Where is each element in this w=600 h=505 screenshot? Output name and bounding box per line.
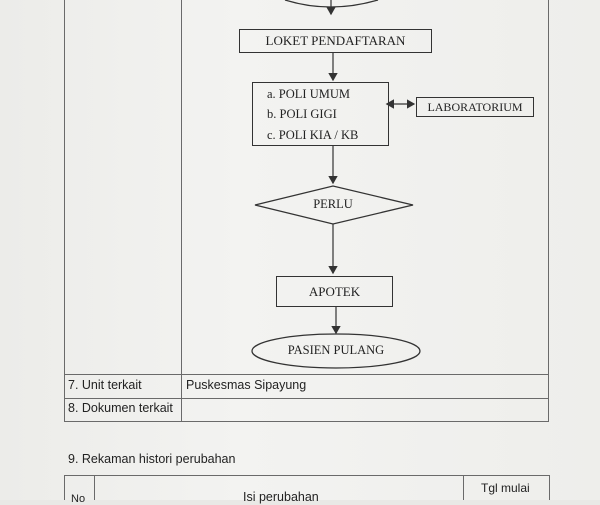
loket-pendaftaran-label: LOKET PENDAFTARAN xyxy=(265,33,406,48)
history-col-right xyxy=(549,475,550,500)
history-col-tgl: Tgl mulai xyxy=(481,481,530,495)
unit-terkait-label: 7. Unit terkait xyxy=(68,378,142,392)
laboratorium-label: LABORATORIUM xyxy=(427,99,523,114)
history-col-divider-1 xyxy=(94,475,95,500)
loket-pendaftaran-box: LOKET PENDAFTARAN xyxy=(239,29,432,53)
poli-umum-label: a. POLI UMUM xyxy=(267,87,350,101)
laboratorium-box: LABORATORIUM xyxy=(416,97,534,117)
history-heading: 9. Rekaman histori perubahan xyxy=(68,452,236,466)
table-left-border xyxy=(64,0,65,422)
history-table-top xyxy=(64,475,550,476)
pasien-pulang-label: PASIEN PULANG xyxy=(287,343,385,357)
perlu-label: PERLU xyxy=(313,197,353,211)
unit-terkait-value: Puskesmas Sipayung xyxy=(186,378,307,392)
poli-kia-label: c. POLI KIA / KB xyxy=(267,128,359,142)
history-col-no: No xyxy=(71,493,86,505)
perlu-diamond xyxy=(254,185,414,225)
table-right-border xyxy=(548,0,549,422)
row-line-bottom xyxy=(64,421,549,422)
apotek-box: APOTEK xyxy=(276,276,393,307)
history-col-isi: Isi perubahan xyxy=(243,490,319,504)
poli-box: a. POLI UMUM b. POLI GIGI c. POLI KIA / … xyxy=(252,82,389,146)
poli-gigi-label: b. POLI GIGI xyxy=(267,107,337,121)
pasien-pulang-ellipse xyxy=(251,333,421,369)
row-line-mid xyxy=(64,398,549,399)
history-col-left xyxy=(64,475,65,500)
history-col-divider-2 xyxy=(463,475,464,500)
row-line-top xyxy=(64,374,549,375)
dokumen-terkait-label: 8. Dokumen terkait xyxy=(68,401,173,415)
apotek-label: APOTEK xyxy=(308,283,361,299)
table-divider xyxy=(181,0,182,422)
